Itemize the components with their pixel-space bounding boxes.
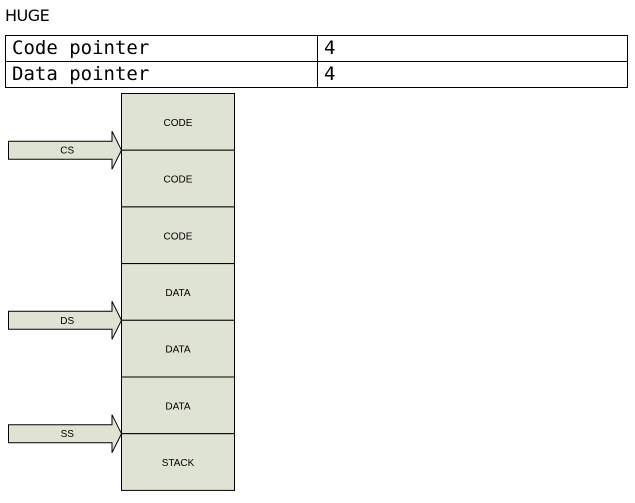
register-arrow bbox=[8, 414, 123, 453]
pointer-name-cell: Code pointer bbox=[5, 35, 318, 62]
segment-box bbox=[121, 93, 235, 151]
segment-box bbox=[121, 376, 235, 435]
register-label: CS bbox=[60, 146, 74, 157]
segment-label: CODE bbox=[164, 175, 193, 186]
memory-model-title: HUGE bbox=[5, 6, 50, 25]
pointer-size-cell: 4 bbox=[317, 61, 628, 88]
table-row: Data pointer 4 bbox=[5, 61, 628, 88]
segment-box bbox=[121, 433, 235, 491]
segment-label: CODE bbox=[164, 231, 193, 242]
segment-label: DATA bbox=[165, 288, 191, 299]
segment-box bbox=[121, 206, 235, 265]
segment-label: DATA bbox=[165, 401, 191, 412]
segment-box bbox=[121, 319, 235, 378]
pointer-name-cell: Data pointer bbox=[5, 61, 318, 88]
segment-label: STACK bbox=[162, 458, 195, 469]
segment-box bbox=[121, 263, 235, 321]
register-label: DS bbox=[60, 316, 74, 327]
table-row: Code pointer 4 bbox=[5, 35, 628, 62]
register-label: SS bbox=[61, 429, 75, 440]
segment-box bbox=[121, 149, 235, 208]
pointer-size-table: Code pointer 4 Data pointer 4 bbox=[5, 35, 628, 88]
register-arrows: CS DS SS bbox=[8, 130, 123, 453]
segment-stack: CODE CODE CODE DATA DATA DATA STACK bbox=[121, 93, 235, 491]
segment-label: CODE bbox=[164, 118, 193, 129]
register-arrow bbox=[8, 301, 123, 340]
segment-label: DATA bbox=[165, 345, 191, 356]
register-arrow bbox=[8, 130, 123, 170]
